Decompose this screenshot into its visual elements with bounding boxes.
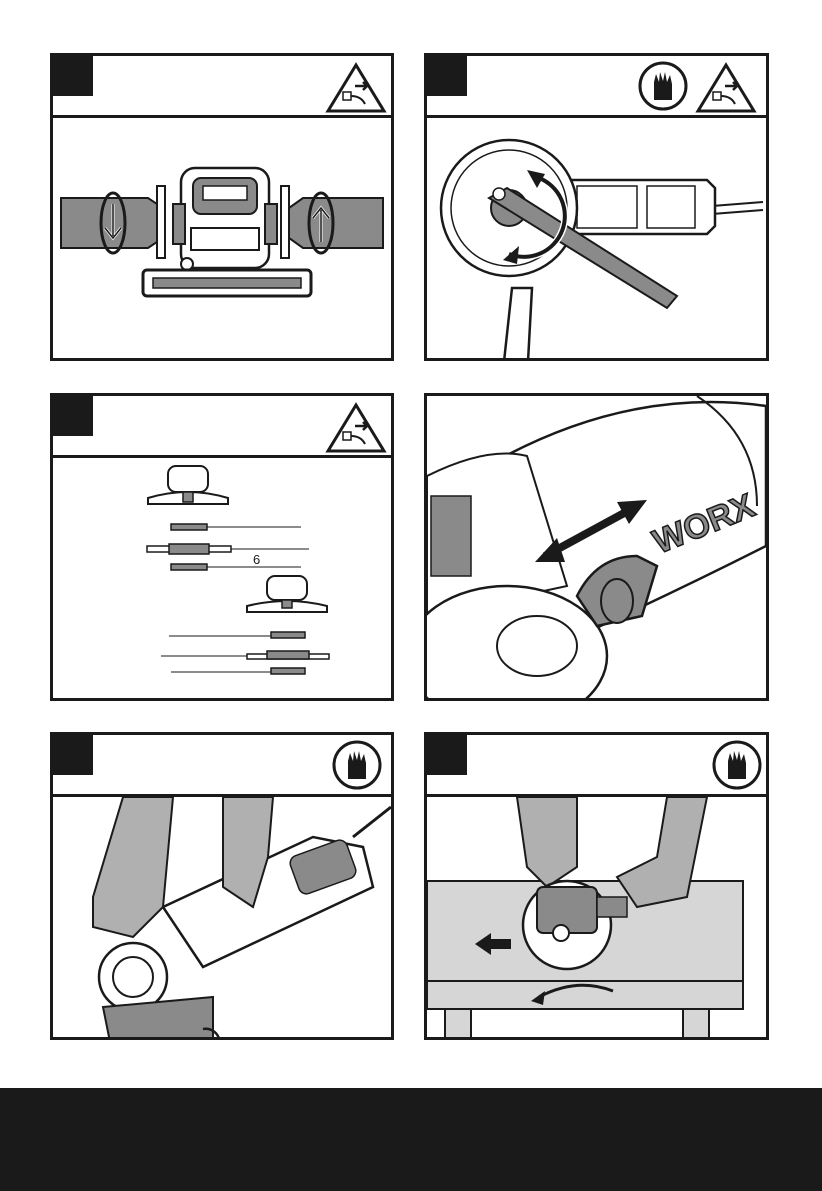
panel-header [53,396,391,458]
part-number-label: 6 [253,552,260,567]
step-panel-2 [424,53,769,361]
step-number-badge [53,396,93,436]
step-panel-1 [50,53,394,361]
panel-illustration: 6 [53,458,391,698]
unplug-warning-icon [325,62,387,114]
table-cutting-illustration [427,797,766,1037]
wear-gloves-icon [637,60,689,112]
switch-slide-illustration: WORX [427,396,766,698]
panel-illustration [53,797,391,1037]
panel-illustration [427,118,766,358]
step-number-badge [427,56,467,96]
panel-header [427,735,766,797]
side-handle-illustration [53,118,391,358]
panel-header [53,56,391,118]
panel-illustration [427,797,766,1037]
spanner-illustration [427,118,766,358]
panel-header [53,735,391,797]
panel-illustration: WORX [427,396,766,698]
guard-adjust-illustration [53,797,391,1037]
wear-gloves-icon [711,739,763,791]
step-panel-3: 6 [50,393,394,701]
step-number-badge [427,735,467,775]
unplug-warning-icon [325,402,387,454]
footer-bar [0,1088,822,1191]
wear-gloves-icon [331,739,383,791]
step-panel-6 [424,732,769,1040]
disc-assembly-illustration: 6 [53,458,391,698]
step-number-badge [53,735,93,775]
step-number-badge [53,56,93,96]
panel-header [427,56,766,118]
step-panel-5 [50,732,394,1040]
step-panel-4: WORX [424,393,769,701]
unplug-warning-icon [695,62,757,114]
panel-illustration [53,118,391,358]
